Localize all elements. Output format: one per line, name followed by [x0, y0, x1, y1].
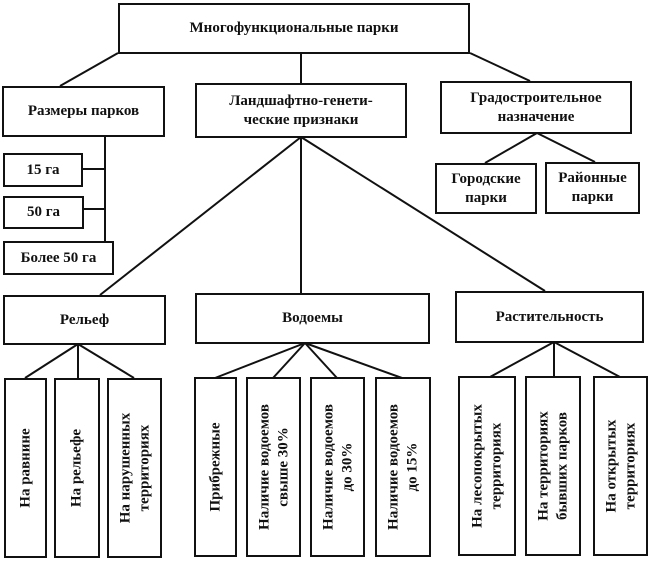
link-water-3	[304, 342, 338, 379]
link-urban-district	[536, 132, 596, 163]
root-node: Многофункциональные парки	[118, 3, 470, 54]
group-water: Водоемы	[195, 293, 430, 344]
size-item: 15 га	[3, 153, 83, 187]
link-water-4	[304, 342, 403, 379]
link-root-urban	[469, 52, 531, 82]
link-vegetation-1	[489, 341, 555, 378]
vegetation-item: На открытых территориях	[593, 376, 648, 556]
link-relief-1	[24, 343, 79, 379]
link-root-size	[59, 52, 119, 87]
group-relief: Рельеф	[3, 295, 166, 345]
size-item: 50 га	[3, 196, 84, 229]
link-urban-city	[484, 132, 538, 164]
category-urban-label: Градостроительное назначение	[470, 89, 602, 125]
category-landscape: Ландшафтно-генети- ческие признаки	[195, 83, 407, 138]
link-relief-3	[77, 343, 135, 379]
water-item: Наличие водоемов свыше 30%	[246, 377, 301, 557]
category-landscape-label: Ландшафтно-генети- ческие признаки	[229, 92, 373, 128]
urban-item-district: Районные парки	[545, 162, 640, 214]
group-vegetation: Растительность	[455, 291, 644, 343]
root-label: Многофункциональные парки	[189, 20, 399, 37]
category-size-label: Размеры парков	[27, 103, 140, 120]
link-vegetation-3	[553, 341, 621, 378]
water-item: Наличие водоемов до 30%	[310, 377, 365, 557]
vegetation-item: На лесопокрытых территориях	[458, 376, 516, 556]
water-item: Наличие водоемов до 15%	[375, 377, 431, 557]
link-water-1	[214, 342, 306, 379]
urban-item-city: Городские парки	[435, 163, 537, 214]
category-size: Размеры парков	[2, 86, 165, 137]
relief-item: На нарушенных территориях	[107, 378, 162, 558]
vegetation-item: На территориях бывших парков	[525, 376, 581, 556]
relief-item: На рельефе	[54, 378, 100, 558]
link-landscape-relief	[99, 136, 302, 296]
link-landscape-vegetation	[300, 136, 546, 292]
size-item: Более 50 га	[3, 241, 114, 275]
water-item: Прибрежные	[194, 377, 237, 557]
category-urban: Градостроительное назначение	[440, 81, 632, 134]
link-water-2	[272, 342, 306, 379]
relief-item: На равнине	[4, 378, 47, 558]
